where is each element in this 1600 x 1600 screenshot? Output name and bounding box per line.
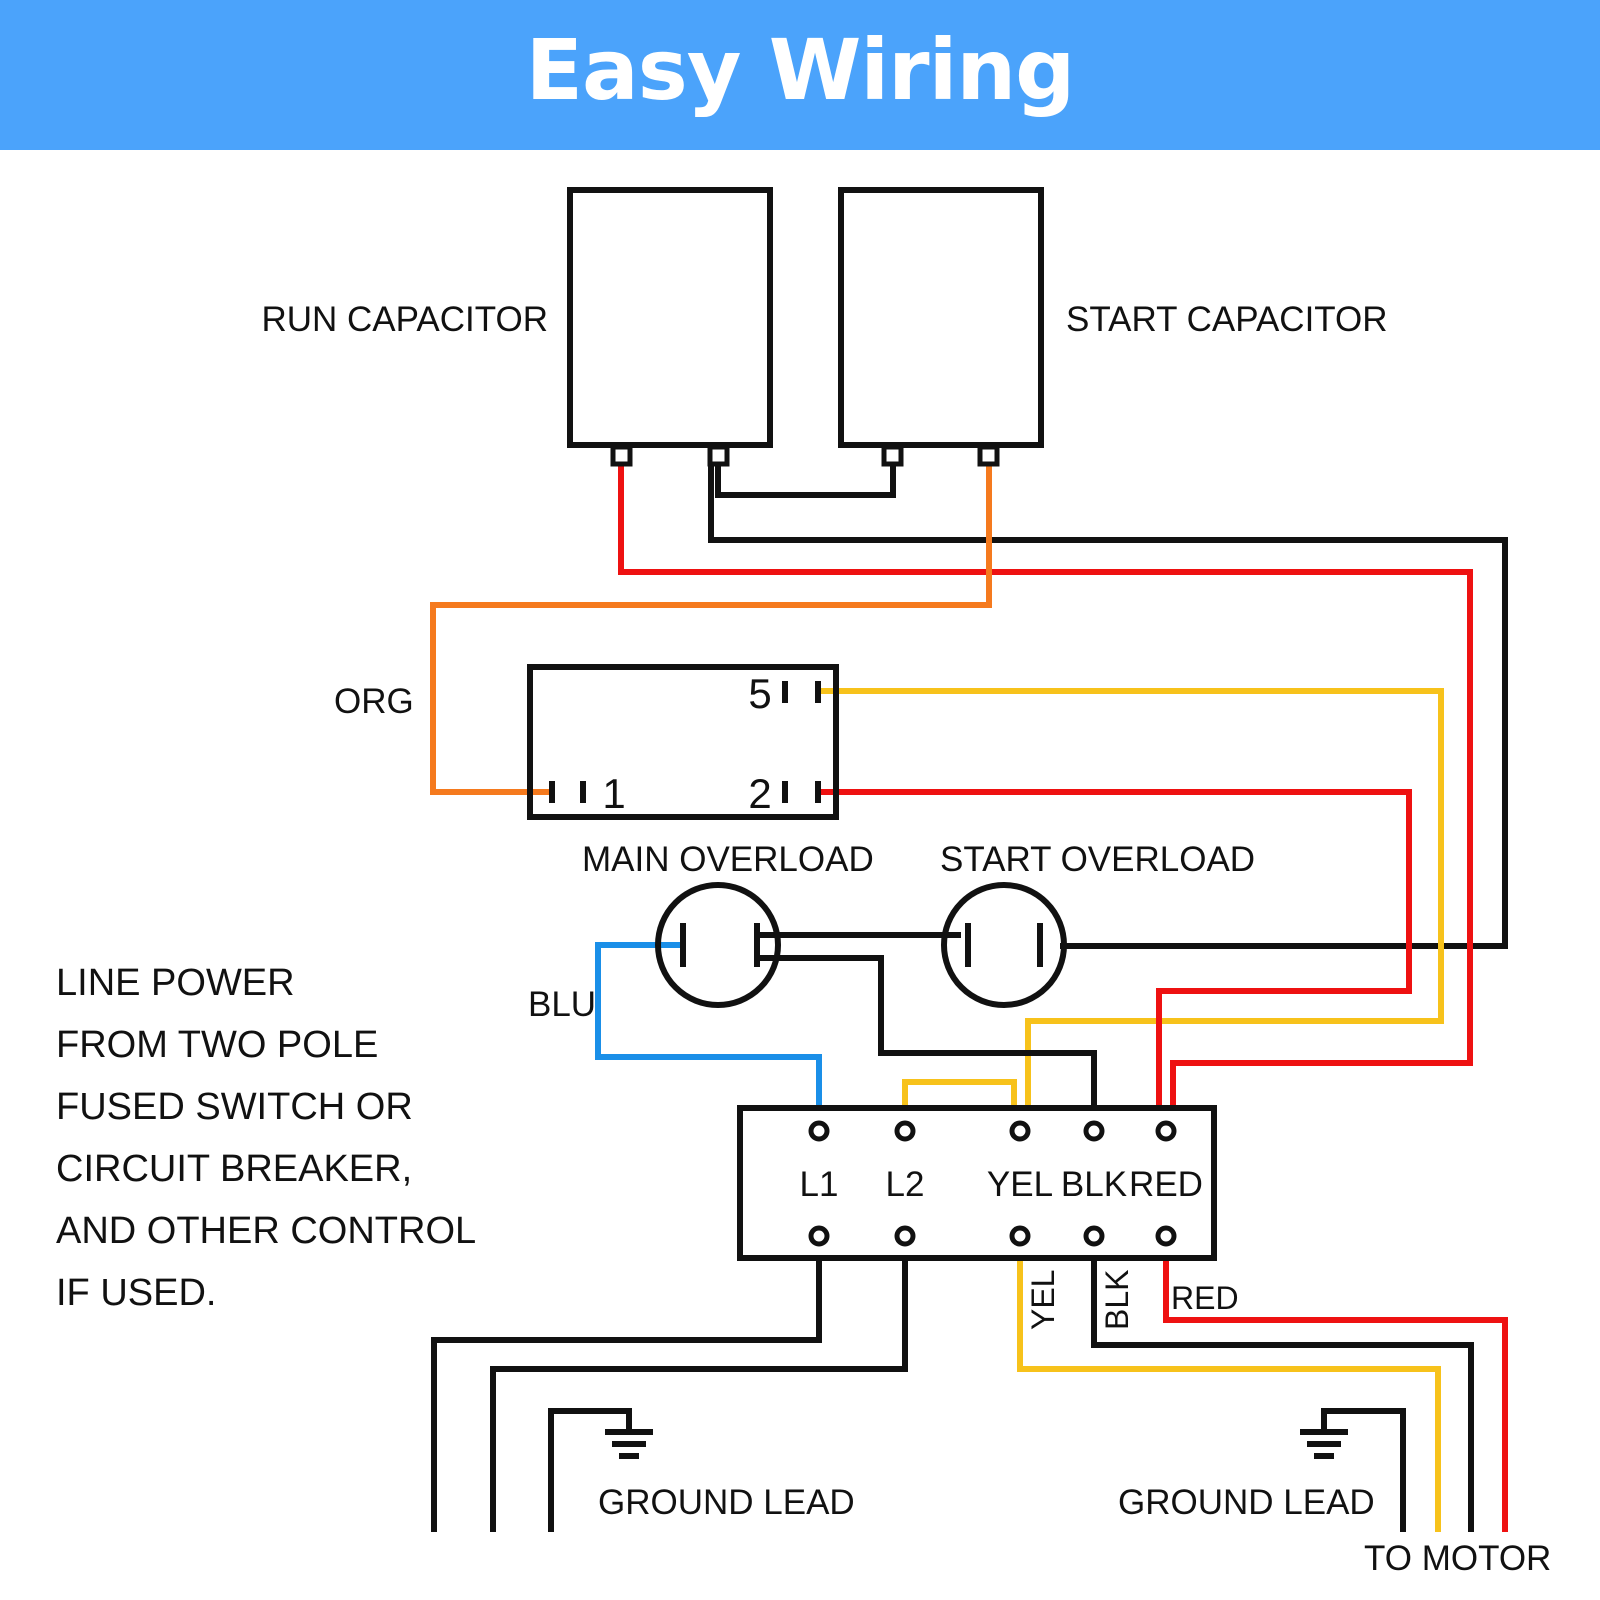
- terminal-bottom-red: [1155, 1225, 1177, 1247]
- wire-orange-startcap-to-relay1: [430, 463, 992, 795]
- line-power-note-line: FUSED SWITCH OR: [56, 1086, 413, 1128]
- motor-lead-label-yel: YEL: [1025, 1270, 1061, 1330]
- start-capacitor: [838, 187, 1044, 467]
- terminal-bottom-l2: [894, 1225, 916, 1247]
- ground-lead-label-left: GROUND LEAD: [598, 1483, 855, 1522]
- ground-icon-right: [1300, 1429, 1348, 1459]
- relay-terminal-2: 2: [748, 770, 771, 817]
- ground-lead-label-right: GROUND LEAD: [1118, 1483, 1375, 1522]
- run-capacitor-label: RUN CAPACITOR: [261, 300, 548, 339]
- line-power-note-line: LINE POWER: [56, 962, 295, 1004]
- start-capacitor-terminal-left: [881, 444, 904, 467]
- relay-terminal-1: 1: [602, 770, 625, 817]
- terminal-top-red: [1155, 1120, 1177, 1142]
- wire-line-l2: [490, 1237, 908, 1532]
- start-overload: [941, 882, 1067, 1008]
- terminal-top-blk: [1083, 1120, 1105, 1142]
- terminal-bottom-l1: [808, 1225, 830, 1247]
- wire-ground-right: [1321, 1408, 1406, 1532]
- terminal-label-yel: YEL: [987, 1165, 1053, 1204]
- motor-lead-label-blk: BLK: [1099, 1270, 1135, 1330]
- wire-motor-yel: [1017, 1237, 1441, 1532]
- wire-motor-blk: [1091, 1237, 1474, 1532]
- terminal-bottom-yel: [1009, 1225, 1031, 1247]
- line-power-note-line: CIRCUIT BREAKER,: [56, 1148, 412, 1190]
- terminal-bottom-blk: [1083, 1225, 1105, 1247]
- terminal-top-l2: [894, 1120, 916, 1142]
- terminal-label-l1: L1: [800, 1165, 839, 1204]
- wire-label-org: ORG: [334, 682, 414, 721]
- page-title: Easy Wiring: [525, 21, 1076, 119]
- run-capacitor-terminal-left: [610, 444, 633, 467]
- terminal-label-red: RED: [1129, 1165, 1203, 1204]
- start-capacitor-terminal-right: [977, 444, 1000, 467]
- wire-motor-red: [1163, 1237, 1508, 1532]
- terminal-label-blk: BLK: [1061, 1165, 1127, 1204]
- terminal-label-l2: L2: [886, 1165, 925, 1204]
- wire-blue-overload-to-l1: [595, 942, 822, 1130]
- line-power-note-line: IF USED.: [56, 1272, 216, 1314]
- wire-yellow-relay5-to-yel: [818, 688, 1444, 1130]
- wire-red-runcap-to-red: [618, 463, 1473, 1130]
- motor-lead-label-red: RED: [1171, 1280, 1239, 1316]
- wire-cap-bridge: [715, 463, 896, 498]
- relay-terminal-5: 5: [748, 670, 771, 717]
- terminal-top-l1: [808, 1120, 830, 1142]
- start-capacitor-label: START CAPACITOR: [1066, 300, 1388, 339]
- line-power-note-line: AND OTHER CONTROL: [56, 1210, 476, 1252]
- line-power-note-line: FROM TWO POLE: [56, 1024, 378, 1066]
- wire-black-runcap-to-startoverload: [708, 463, 1508, 949]
- wire-label-blu: BLU: [528, 985, 596, 1024]
- terminal-block: [737, 1105, 1217, 1261]
- wire-black-overload-to-blk: [757, 955, 1097, 1130]
- wire-red-relay2-to-red: [818, 789, 1412, 1130]
- to-motor-label: TO MOTOR: [1364, 1539, 1551, 1578]
- wire-line-l1: [431, 1237, 822, 1532]
- terminal-top-yel: [1009, 1120, 1031, 1142]
- run-capacitor-terminal-right: [707, 444, 730, 467]
- header-banner: Easy Wiring: [0, 0, 1600, 150]
- run-capacitor: [567, 187, 773, 467]
- main-overload: [655, 882, 781, 1008]
- main-overload-label: MAIN OVERLOAD: [582, 840, 874, 879]
- ground-icon-left: [605, 1429, 653, 1459]
- wire-ground-left: [548, 1408, 632, 1532]
- line-power-note: LINE POWER FROM TWO POLE FUSED SWITCH OR…: [56, 962, 476, 1314]
- relay: [527, 664, 839, 820]
- start-overload-label: START OVERLOAD: [940, 840, 1255, 879]
